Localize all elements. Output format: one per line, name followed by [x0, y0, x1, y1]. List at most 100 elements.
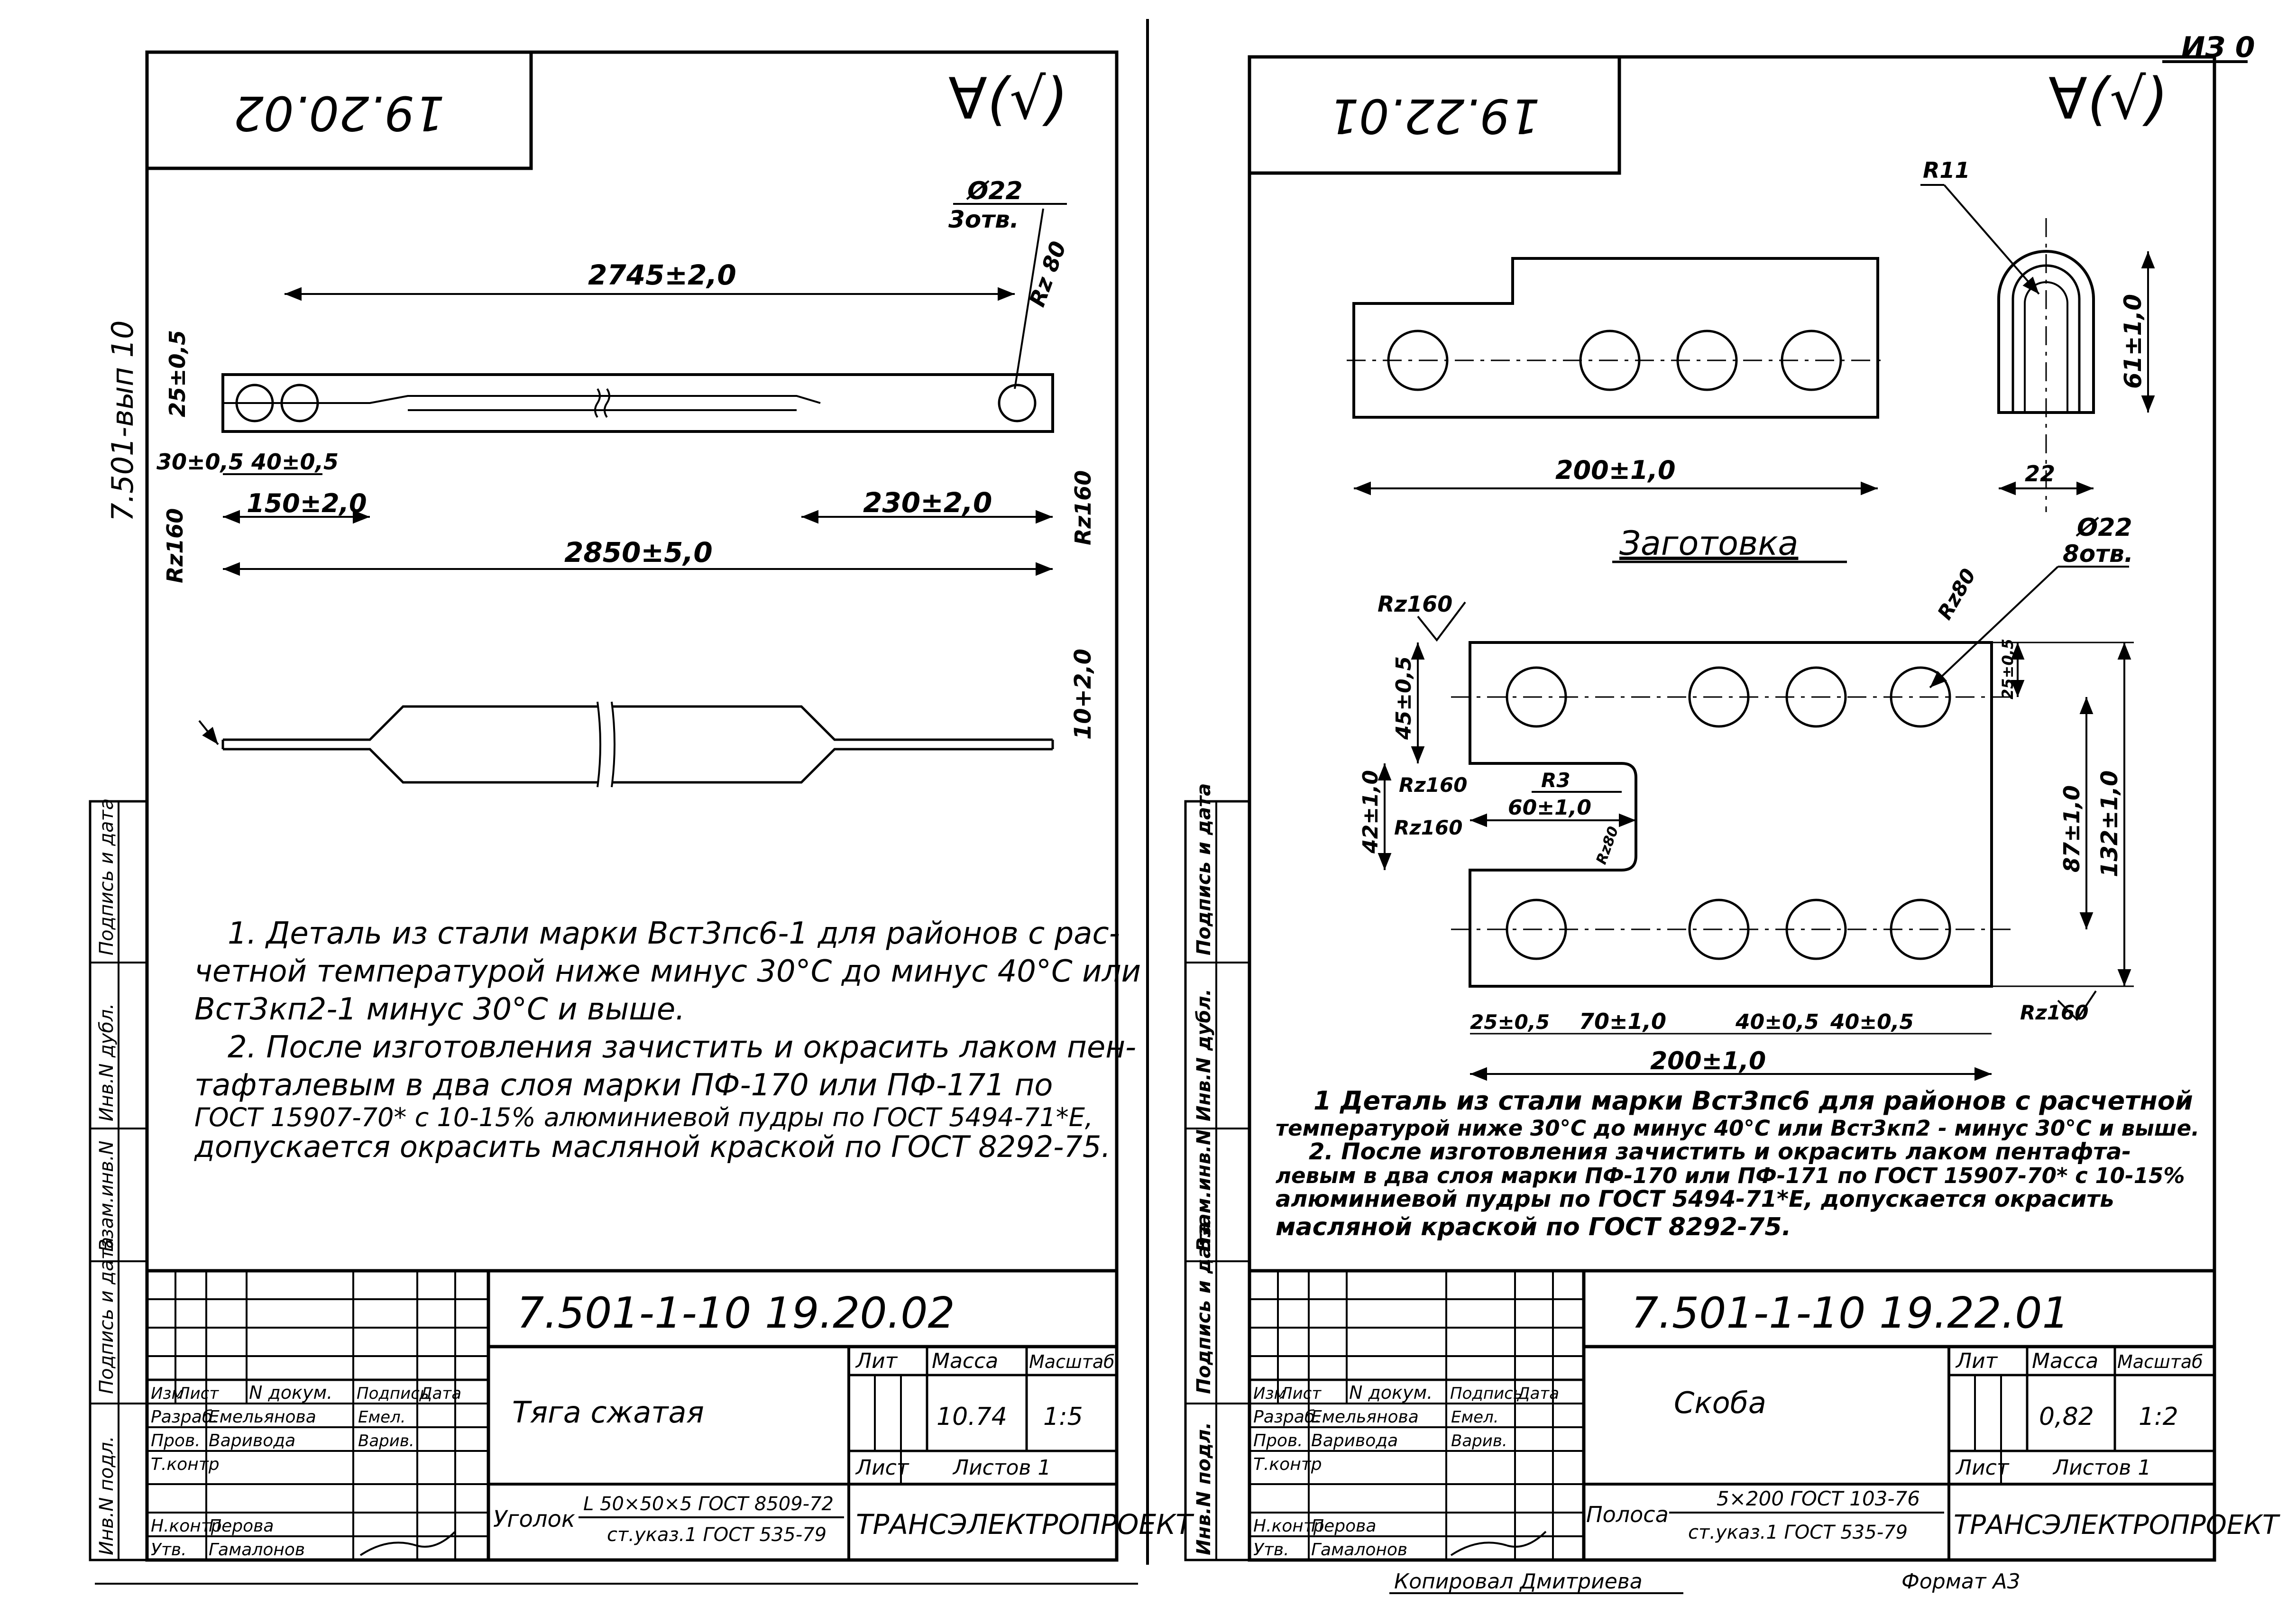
dim-rz160-a: Rz160 — [162, 508, 188, 583]
tb-material-bottom: ст.указ.1 ГОСТ 535-79 — [1688, 1522, 1908, 1543]
tb-signature: Варив. — [358, 1431, 414, 1450]
dim-hole: Ø22 — [2076, 514, 2132, 542]
right-notes: 1 Деталь из стали марки Вст3пс6 для райо… — [1276, 1086, 2199, 1241]
tb-role: Утв. — [1253, 1540, 1289, 1560]
left-margin-stamp: Инв.N подл. Подпись и дата Взам.инв.N Ин… — [89, 798, 148, 1561]
dim-40a: 40±0,5 — [1735, 1010, 1819, 1034]
blank-hole — [1688, 899, 1750, 960]
dim-45: 45±0,5 — [1392, 656, 1416, 740]
left-title-block: Изм Лист N докум. Подпись Дата Разраб. Е… — [145, 1269, 1194, 1562]
blank-hole — [1785, 899, 1847, 960]
note-line: левым в два слоя марки ПФ-170 или ПФ-171… — [1276, 1163, 2185, 1188]
dim-edge25: 25±0,5 — [165, 330, 190, 417]
left-margin-label: Инв.N дубл. — [96, 1003, 118, 1121]
tb-material-top: 5×200 ГОСТ 103-76 — [1717, 1487, 1920, 1510]
tb-mass-label: Масса — [932, 1349, 998, 1373]
left-margin-label: Инв.N подл. — [96, 1436, 118, 1555]
dim-rz160-b: Rz160 — [1070, 470, 1096, 545]
dim-total: 2850±5,0 — [564, 536, 713, 569]
tb-material-prefix: Полоса — [1586, 1502, 1669, 1527]
tb-designation: 7.501-1-10 19.22.01 — [1631, 1288, 2069, 1338]
dim-rz160-top: Rz160 — [1378, 591, 1452, 617]
tb-head: Лист — [1279, 1384, 1322, 1403]
tb-person: Перова — [209, 1516, 274, 1536]
bracket-hole — [1579, 330, 1641, 391]
tb-head: Подпись — [1450, 1384, 1523, 1403]
blank-hole — [1506, 899, 1567, 960]
right-margin-label: Инв.N подл. — [1193, 1422, 1215, 1555]
tb-person: Гамалонов — [209, 1540, 305, 1560]
dim-thickness: 10+2,0 — [1070, 649, 1096, 740]
tb-signature: Варив. — [1451, 1431, 1507, 1450]
tb-person: Варивода — [1311, 1431, 1398, 1450]
tb-role: Утв. — [151, 1540, 187, 1560]
tb-signature: Емел. — [1451, 1408, 1499, 1427]
dim-r11: R11 — [1923, 157, 1970, 183]
note-line: Вст3кп2-1 минус 30°С и выше. — [194, 992, 685, 1027]
dim-hole-count: 3отв. — [948, 206, 1019, 233]
right-margin-label: Подпись и дата — [1193, 783, 1215, 955]
note-line: масляной краской по ГОСТ 8292-75. — [1276, 1213, 1791, 1241]
right-number-stamp — [1248, 55, 1621, 175]
tb-head: Подпись — [357, 1384, 429, 1403]
tb-sheets-label: Листов 1 — [2052, 1456, 2151, 1480]
left-margin-label: Подпись и дата — [96, 798, 118, 955]
tb-person: Емельянова — [1311, 1407, 1419, 1427]
note-line: 1. Деталь из стали марки Вст3пс6-1 для р… — [228, 916, 1120, 951]
rod-hole-2 — [280, 384, 319, 422]
rod-side-view — [198, 701, 1054, 788]
tb-material-prefix: Уголок — [493, 1506, 575, 1532]
right-dimensions: Ø22 8отв. Rz80 Rz160 Rz160 R3 Rz160 60±1… — [1359, 514, 2134, 1081]
tb-mass: 0,82 — [2039, 1403, 2094, 1431]
blank-hole — [1688, 666, 1750, 728]
footer-copied-by: Копировал Дмитриева — [1394, 1569, 1643, 1594]
tb-head: N докум. — [1349, 1382, 1433, 1403]
dim-rz80: Rz 80 — [1024, 238, 1071, 310]
tb-role: Пров. — [151, 1431, 201, 1450]
tb-head: Изм — [1253, 1384, 1286, 1403]
right-roughness: ∀(√) — [2048, 66, 2168, 132]
right-stamp-number: 19.22.01 — [1329, 88, 1540, 144]
tb-part-name: Скоба — [1674, 1385, 1766, 1420]
right-title-block: Изм Лист N докум. Подпись Дата Разраб. Е… — [1248, 1269, 2280, 1562]
tb-head: N докум. — [249, 1382, 332, 1403]
tb-part-name: Тяга сжатая — [512, 1395, 704, 1430]
dim-hole: Ø22 — [966, 177, 1023, 205]
blank-hole — [1785, 666, 1847, 728]
dim-42: 42±1,0 — [1359, 770, 1383, 854]
blank-hole — [1506, 666, 1567, 728]
dim-width200-top: 200±1,0 — [1555, 455, 1676, 485]
note-line: 2. После изготовления зачистить и окраси… — [1309, 1138, 2131, 1165]
tb-designation: 7.501-1-10 19.20.02 — [517, 1288, 955, 1338]
tb-person: Перова — [1311, 1516, 1376, 1536]
dim-left150: 150±2,0 — [247, 488, 367, 518]
dim-width200-bottom: 200±1,0 — [1650, 1047, 1766, 1075]
dim-r3: R3 — [1541, 769, 1570, 792]
tb-head: Дата — [419, 1384, 461, 1403]
tb-role: Т.контр — [1253, 1455, 1322, 1474]
dim-rz160-corner: Rz160 — [2020, 1001, 2088, 1024]
dim-hole-count: 8отв. — [2063, 540, 2133, 568]
dim-25-horizontal: 25±0,5 — [1470, 1010, 1550, 1034]
rod-hole-1 — [235, 384, 274, 422]
note-line: 1 Деталь из стали марки Вст3пс6 для райо… — [1313, 1086, 2193, 1116]
right-margin-label: Взам.инв.N — [1193, 1129, 1215, 1252]
dim-rz80: Rz80 — [1933, 565, 1980, 624]
tb-mass-label: Масса — [2032, 1349, 2098, 1373]
tb-role: Т.контр — [151, 1455, 220, 1474]
footer-format: Формат А3 — [1901, 1569, 2020, 1594]
note-line: допускается окрасить масляной краской по… — [194, 1129, 1111, 1164]
dim-rz160-notch1: Rz160 — [1399, 773, 1467, 797]
bracket-front-view: 200±1,0 — [1347, 257, 1883, 495]
tb-lit-label: Лит — [855, 1349, 898, 1373]
tb-sheets-label: Листов 1 — [952, 1456, 1051, 1480]
left-notes: 1. Деталь из стали марки Вст3пс6-1 для р… — [194, 916, 1141, 1164]
left-margin-label: Подпись и дата — [96, 1237, 118, 1394]
left-roughness: ∀(√) — [948, 66, 1068, 132]
dim-40b: 40±0,5 — [1830, 1010, 1914, 1034]
tb-role: Н.контр — [151, 1516, 222, 1536]
right-margin-label: Подпись и дата — [1193, 1222, 1215, 1394]
tb-organization: ТРАНСЭЛЕКТРОПРОЕКТ — [856, 1508, 1194, 1541]
blank-hole — [1890, 666, 1951, 728]
